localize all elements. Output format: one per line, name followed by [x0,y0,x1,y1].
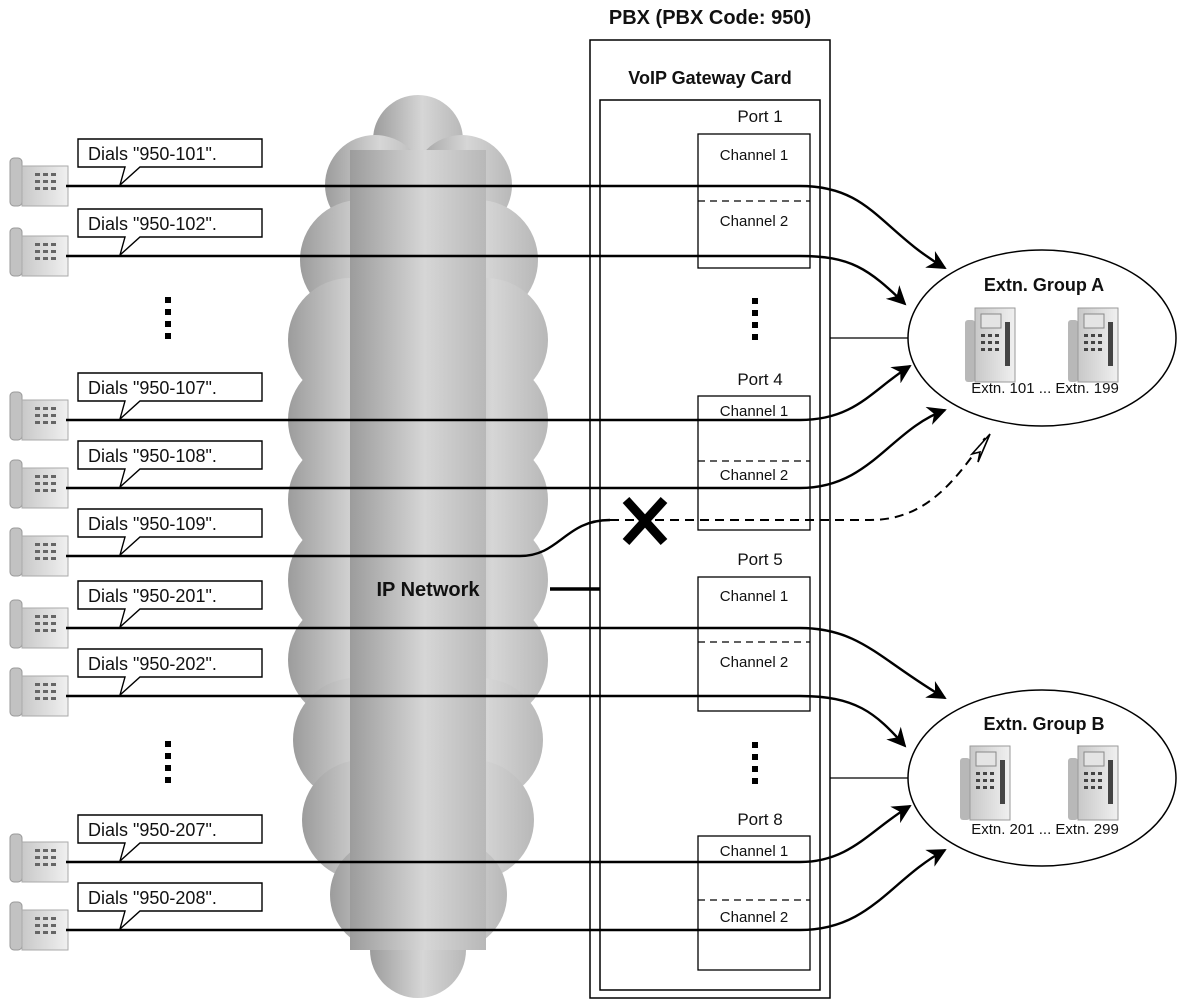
caller-4: Dials "950-108". [9,440,263,509]
vertical-ellipsis-icon [752,742,758,784]
call-line-950-107 [66,364,912,422]
voip-gateway-card [599,99,821,991]
group-title: Extn. Group A [984,275,1104,295]
desk-phone-icon [965,307,1016,383]
call-line-950-101 [66,184,947,270]
caller-2: Dials "950-102". [9,208,263,277]
channel-2-label: Channel 2 [720,467,788,484]
port-label: Port 4 [737,370,782,389]
caller-6: Dials "950-201". [9,580,263,649]
channel-1-label: Channel 1 [720,843,788,860]
dial-text: Dials "950-102". [88,214,217,234]
phone-icon [9,901,69,951]
caller-1: Dials "950-101". [9,138,263,207]
phone-icon [9,459,69,509]
desk-phone-icon [1068,745,1119,821]
dial-callout [77,814,263,864]
dial-text: Dials "950-202". [88,654,217,674]
phone-icon [9,227,69,277]
dial-text: Dials "950-201". [88,586,217,606]
phone-icon [9,527,69,577]
dial-text: Dials "950-207". [88,820,217,840]
port-4: Port 4 Channel 1 Channel 2 [697,370,811,531]
dial-callout [77,882,263,932]
port-label: Port 5 [737,550,782,569]
phone-icon [9,391,69,441]
extension-range: Extn. 201 ... Extn. 299 [971,821,1119,838]
dial-text: Dials "950-108". [88,446,217,466]
channel-2-label: Channel 2 [720,909,788,926]
dial-callout [77,372,263,422]
port-1: Port 1 Channel 1 Channel 2 [697,107,811,269]
channel-2-label: Channel 2 [720,213,788,230]
caller-7: Dials "950-202". [9,648,263,717]
vertical-ellipsis-icon [165,741,171,783]
port-8: Port 8 Channel 1 Channel 2 [697,810,811,971]
port-label: Port 8 [737,810,782,829]
group-ellipse [907,689,1177,867]
vertical-ellipsis-icon [165,297,171,339]
dial-callout [77,208,263,258]
vertical-ellipsis-icon [752,298,758,340]
port-box [697,835,811,971]
ip-network-label: IP Network [377,579,481,601]
caller-9: Dials "950-208". [9,882,263,951]
channel-1-label: Channel 1 [720,588,788,605]
pbx-title: PBX (PBX Code: 950) [609,7,811,29]
dial-callout [77,508,263,558]
extension-range: Extn. 101 ... Extn. 199 [971,380,1119,397]
extension-group-a: Extn. Group A Extn. 101 ... Extn. 199 [907,249,1177,427]
dial-callout [77,648,263,698]
phone-icon [9,833,69,883]
call-line-950-108 [66,406,947,490]
dial-text: Dials "950-107". [88,378,217,398]
call-line-950-109 [66,518,611,558]
call-line-950-202 [66,694,907,748]
dial-callout [77,138,263,188]
dial-text: Dials "950-101". [88,144,217,164]
pbx-box [589,39,831,999]
port-box [697,576,811,712]
blocked-call-path [610,437,986,521]
extension-group-b: Extn. Group B Extn. 201 ... Extn. 299 [907,689,1177,867]
caller-3: Dials "950-107". [9,372,263,441]
port-box [697,395,811,531]
phone-icon [9,599,69,649]
port-5: Port 5 Channel 1 Channel 2 [697,550,811,712]
dial-callout [77,440,263,490]
dial-text: Dials "950-208". [88,888,217,908]
phone-icon [9,667,69,717]
caller-8: Dials "950-207". [9,814,263,883]
desk-phone-icon [1068,307,1119,383]
call-line-950-208 [66,848,947,932]
desk-phone-icon [960,745,1011,821]
call-line-950-207 [66,804,912,864]
group-title: Extn. Group B [984,714,1105,734]
channel-1-label: Channel 1 [720,403,788,420]
call-line-950-102 [66,254,907,306]
call-lines [66,184,947,932]
channel-2-label: Channel 2 [720,654,788,671]
caller-5: Dials "950-109". [9,508,263,577]
x-mark-icon [622,496,668,546]
blocked-arrowhead [969,433,991,463]
call-line-950-201 [66,626,947,700]
dial-text: Dials "950-109". [88,514,217,534]
channel-1-label: Channel 1 [720,147,788,164]
port-label: Port 1 [737,107,782,126]
dial-callout [77,580,263,630]
phone-icon [9,157,69,207]
gateway-card-title: VoIP Gateway Card [628,68,791,88]
